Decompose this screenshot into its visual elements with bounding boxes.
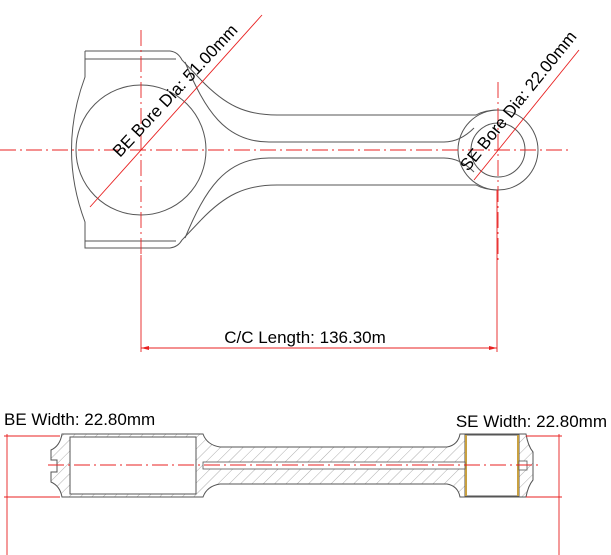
side-view: BE Width: 22.80mm SE Width: 22.80mm [4, 410, 607, 555]
be-bore-section [69, 436, 197, 495]
be-bore-dimension-line [89, 14, 263, 208]
oil-passage [202, 461, 466, 470]
se-bore-dia-label: SE Bore Dia: 22.00mm [456, 27, 580, 174]
oil-hole [518, 460, 528, 471]
beam-inner-bottom [184, 157, 475, 239]
cc-length-label: C/C Length: 136.30m [224, 328, 386, 347]
se-bore-dimension-line [473, 49, 580, 181]
rod-outline-big-end [71, 50, 202, 249]
be-width-label: BE Width: 22.80mm [4, 410, 155, 429]
beam-outer-top [200, 79, 499, 116]
top-view: BE Bore Dia: 51.00mm SE Bore Dia: 22.00m… [0, 14, 581, 352]
se-bore-section [464, 434, 520, 497]
beam-outer-bottom [200, 184, 499, 221]
se-width-label: SE Width: 22.80mm [456, 412, 607, 431]
beam-inner-top [184, 61, 475, 143]
be-bore-dia-label: BE Bore Dia: 51.00mm [109, 21, 241, 161]
